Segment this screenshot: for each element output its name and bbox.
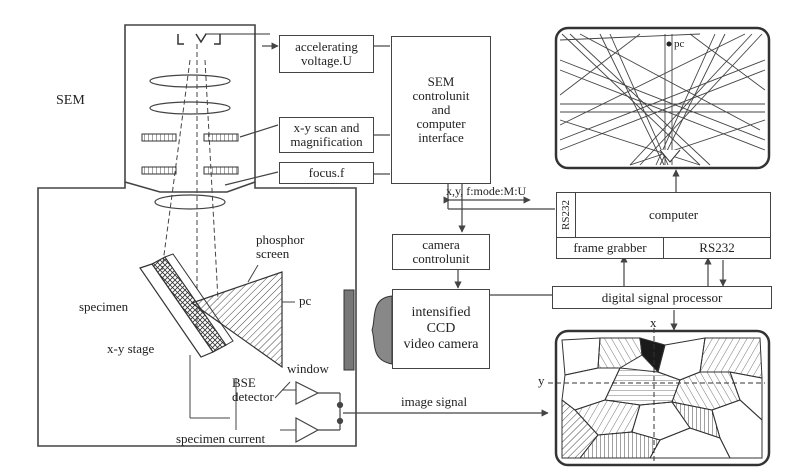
focus-box: focus.f bbox=[279, 162, 374, 184]
specimen-label: specimen bbox=[79, 299, 129, 314]
scan-coils bbox=[141, 133, 239, 175]
pc-pattern-label: pc bbox=[674, 38, 685, 50]
specimen-holder bbox=[139, 253, 234, 358]
kikuchi-pattern-monitor bbox=[554, 26, 771, 170]
phosphor-screen-pattern bbox=[190, 271, 283, 369]
bse-detector-label: BSE detector bbox=[232, 375, 274, 404]
computer-box: computer bbox=[556, 192, 771, 238]
connectors bbox=[224, 42, 727, 417]
window-label: window bbox=[287, 361, 329, 376]
amplifiers bbox=[295, 381, 320, 444]
rs232-box: RS232 bbox=[663, 237, 771, 259]
rs232-vertical-label: RS232 bbox=[560, 200, 572, 230]
electron-gun-icon bbox=[177, 33, 270, 45]
orientation-map-monitor bbox=[548, 328, 771, 467]
ccd-camera-box: intensified CCD video camera bbox=[392, 289, 490, 369]
frame-grabber-box: frame grabber bbox=[556, 237, 664, 259]
image-signal-label: image signal bbox=[401, 394, 468, 409]
sem-label: SEM bbox=[56, 93, 85, 108]
camera-controlunit-box: camera controlunit bbox=[392, 234, 490, 270]
phosphor-screen-label: phosphor screen bbox=[256, 232, 305, 261]
specimen-current-label: specimen current bbox=[176, 431, 266, 446]
electron-beam bbox=[161, 44, 219, 330]
xy-scan-magnification-box: x-y scan and magnification bbox=[279, 117, 374, 153]
condenser-lenses bbox=[149, 74, 231, 210]
xyf-mode-label: x,y, f:mode:M:U bbox=[446, 184, 527, 198]
rs232-vertical-box: RS232 bbox=[556, 192, 576, 238]
xy-stage-label: x-y stage bbox=[107, 341, 155, 356]
pc-screen-label: pc bbox=[299, 293, 312, 308]
accelerating-voltage-box: accelerating voltage.U bbox=[279, 35, 374, 73]
window-bar bbox=[343, 289, 355, 371]
axis-x-label: x bbox=[650, 315, 657, 330]
sem-controlunit-box: SEM controlunit and computer interface bbox=[391, 36, 491, 184]
digital-signal-processor-box: digital signal processor bbox=[552, 286, 772, 309]
axis-y-label: y bbox=[538, 373, 545, 388]
sem-column bbox=[37, 24, 357, 447]
ccd-lens-icon bbox=[371, 295, 393, 365]
